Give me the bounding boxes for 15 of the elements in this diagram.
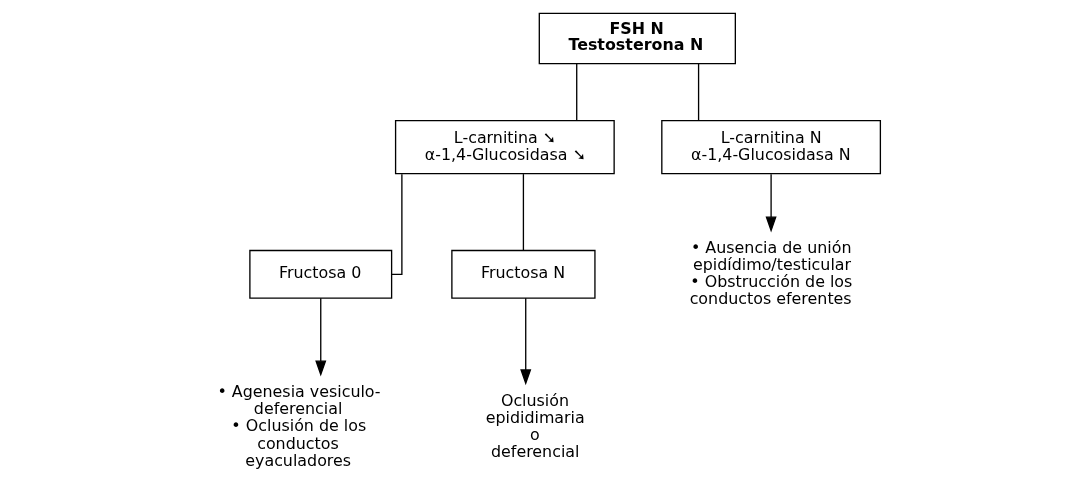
node-box: Fructosa N bbox=[451, 249, 596, 299]
node-text: • Ausencia de unión epidídimo/testicular • Obstrucción de los conductos eferentes bbox=[689, 237, 853, 309]
connector bbox=[697, 63, 700, 122]
connector bbox=[522, 173, 525, 252]
arrow bbox=[315, 297, 327, 377]
connector bbox=[576, 63, 578, 122]
connector bbox=[391, 173, 403, 275]
arrow bbox=[520, 297, 532, 386]
node-box: L-carnitina ➘ α-1,4-Glucosidasa ➘ bbox=[394, 120, 615, 175]
node-text: Oclusión epididimaria o deferencial bbox=[485, 390, 585, 462]
node-box: FSH N Testosterona N bbox=[538, 12, 736, 65]
node-text: • Agenesia vesiculo-deferencial • Oclusión de los conductos eyaculadores bbox=[217, 381, 381, 470]
node-box: Fructosa 0 bbox=[249, 249, 393, 299]
arrow bbox=[765, 173, 777, 233]
node-box: L-carnitina N α-1,4-Glucosidasa N bbox=[661, 120, 882, 175]
